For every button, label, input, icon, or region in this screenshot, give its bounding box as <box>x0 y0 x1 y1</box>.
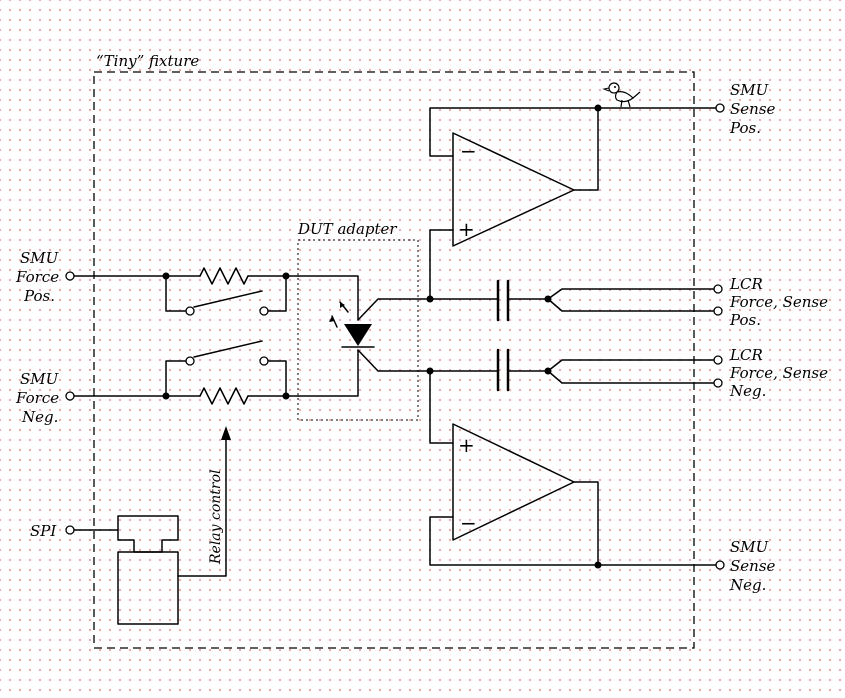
svg-text:LCR: LCR <box>729 275 763 293</box>
label-smu-force-pos: SMU Force Pos. <box>15 249 60 305</box>
driver-block-bottom <box>117 551 179 625</box>
relay-control-label: Relay control <box>208 469 224 565</box>
svg-text:SMU: SMU <box>20 370 60 388</box>
terminal-spi[interactable] <box>65 525 75 535</box>
dut-adapter-boundary <box>297 239 419 421</box>
terminal-lcr-neg-sense[interactable] <box>713 378 723 388</box>
label-lcr-pos: LCR Force, Sense Pos. <box>729 275 828 329</box>
bird-icon <box>602 82 641 108</box>
svg-text:SPI: SPI <box>30 522 57 540</box>
terminal-smu-force-pos[interactable] <box>65 271 75 281</box>
opamp-top-noninverting: + <box>458 217 475 241</box>
fixture-title: “Tiny” fixture <box>96 52 199 70</box>
capacitor-top <box>426 279 719 322</box>
svg-text:Neg.: Neg. <box>729 576 766 594</box>
terminal-lcr-pos-sense[interactable] <box>713 306 723 316</box>
svg-text:Pos.: Pos. <box>729 119 761 137</box>
svg-text:Pos.: Pos. <box>23 287 55 305</box>
driver-block-top <box>117 515 179 553</box>
svg-text:SMU: SMU <box>730 538 770 556</box>
svg-text:SMU: SMU <box>20 249 60 267</box>
dut-diode <box>329 298 431 372</box>
label-smu-sense-pos: SMU Sense Pos. <box>729 81 776 137</box>
svg-text:Neg.: Neg. <box>729 382 766 400</box>
svg-text:Neg.: Neg. <box>21 408 58 426</box>
relay-switch-bottom <box>193 340 263 358</box>
capacitor-bottom <box>426 348 719 392</box>
terminal-smu-force-neg[interactable] <box>65 391 75 401</box>
resistor-bottom <box>199 387 249 405</box>
terminal-smu-sense-pos[interactable] <box>715 103 725 113</box>
relay-driver <box>73 426 231 625</box>
label-lcr-neg: LCR Force, Sense Neg. <box>729 346 828 400</box>
svg-text:Force, Sense: Force, Sense <box>729 293 828 311</box>
terminal-lcr-pos-force[interactable] <box>713 284 723 294</box>
terminal-lcr-neg-force[interactable] <box>713 355 723 365</box>
svg-text:Force: Force <box>15 389 59 407</box>
dut-adapter-title: DUT adapter <box>297 220 397 238</box>
svg-text:SMU: SMU <box>730 81 770 99</box>
relay-switch-top <box>193 290 263 308</box>
svg-text:Force: Force <box>15 268 59 286</box>
svg-text:Sense: Sense <box>730 100 776 118</box>
svg-text:LCR: LCR <box>729 346 763 364</box>
opamp-bottom: + − <box>429 370 721 569</box>
relay-control-arrow <box>221 426 231 440</box>
svg-text:Pos.: Pos. <box>729 311 761 329</box>
opamp-top-inverting: − <box>460 139 477 163</box>
opamp-bottom-inverting: − <box>460 511 477 535</box>
opamp-top: − + <box>429 104 721 300</box>
label-smu-sense-neg: SMU Sense Neg. <box>729 538 776 594</box>
terminal-smu-sense-neg[interactable] <box>715 560 725 570</box>
svg-text:Sense: Sense <box>730 557 776 575</box>
opamp-bottom-noninverting: + <box>458 433 475 457</box>
resistor-top <box>199 267 249 285</box>
label-smu-force-neg: SMU Force Neg. <box>15 370 60 426</box>
svg-text:Force, Sense: Force, Sense <box>729 364 828 382</box>
label-spi: SPI <box>30 522 57 540</box>
relay-network <box>69 267 299 405</box>
